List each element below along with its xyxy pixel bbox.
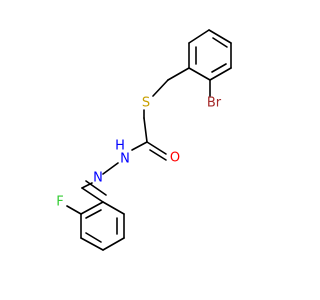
bond (143, 117, 148, 143)
bond (152, 79, 169, 97)
atom-label-n1: N (120, 152, 130, 167)
bond (102, 237, 125, 251)
atom-label-s: S (142, 96, 150, 111)
bond (85, 209, 102, 219)
bond (167, 67, 190, 81)
atom-label-f: F (56, 195, 63, 210)
bond (212, 37, 228, 48)
bond (66, 205, 82, 215)
bond (188, 29, 210, 44)
bond (85, 232, 102, 243)
bond (208, 29, 232, 44)
bond (131, 141, 148, 151)
bond (149, 149, 167, 161)
atom-label-o: O (170, 151, 180, 166)
bond (146, 141, 167, 155)
bond (81, 187, 104, 203)
bond (188, 67, 211, 81)
atom-label-br: Br (207, 96, 222, 111)
bonds (66, 29, 232, 251)
bond (102, 201, 125, 215)
atom-labels: S Br O H N N F (56, 96, 222, 210)
bond (102, 162, 119, 175)
molecule-structure: S Br O H N N F (56, 29, 232, 251)
bond (80, 237, 104, 251)
bond (209, 67, 232, 81)
atom-label-h: H (115, 139, 125, 154)
bond (80, 201, 104, 215)
bond (85, 180, 107, 196)
atom-label-n2: N (93, 171, 103, 186)
bond (211, 63, 227, 73)
